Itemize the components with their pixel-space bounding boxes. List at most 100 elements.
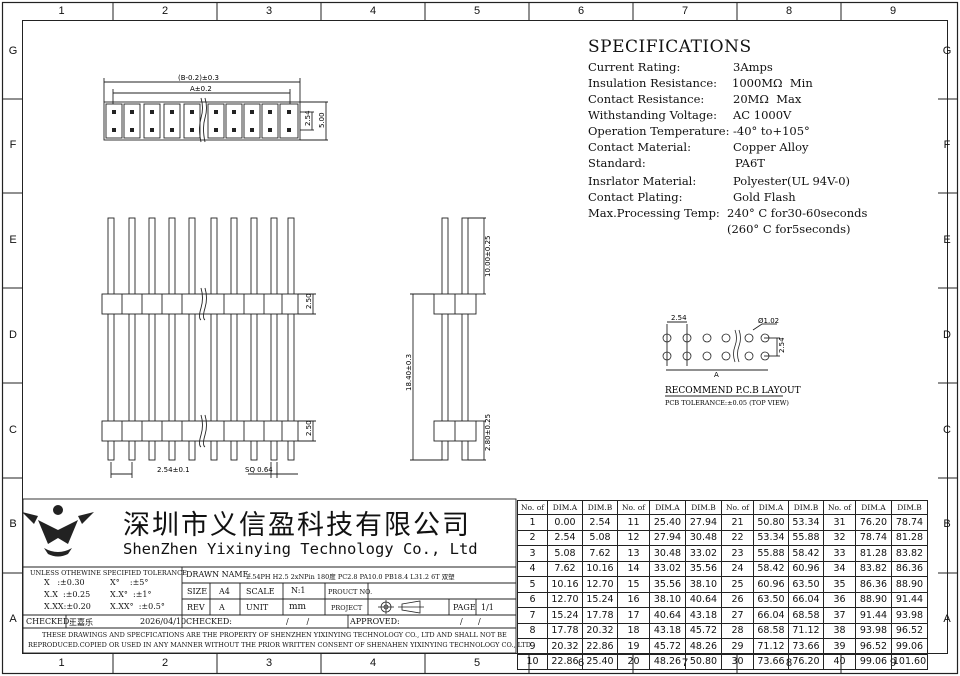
pin-count-cell: 38: [823, 622, 856, 639]
dim-lower-length: 2.80±0.25: [484, 414, 492, 451]
pcb-layout-title: RECOMMEND P.C.B LAYOUT: [665, 386, 801, 396]
dim-b-cell: 53.34: [788, 514, 824, 531]
zone-row-b: B: [9, 518, 17, 530]
dim-b-cell: 40.64: [685, 591, 722, 608]
dim-a-cell: 60.96: [753, 576, 789, 593]
checked-label-2: CHECKED:: [186, 617, 232, 626]
zone-col-4-bottom: 4: [369, 657, 377, 669]
header-no-2: No. of: [617, 500, 650, 515]
dim-b-cell: 35.56: [685, 560, 722, 577]
dim-a-cell: 12.70: [547, 591, 583, 608]
pin-count-cell: 21: [721, 514, 754, 531]
dim-a-cell: 93.98: [855, 622, 892, 639]
dim-a-cell: 20.32: [547, 638, 583, 655]
zone-row-b-right: B: [943, 518, 951, 530]
dim-b-cell: 48.26: [685, 638, 722, 655]
dim-a-cell: 81.28: [855, 545, 892, 562]
zone-col-6: 6: [577, 5, 585, 17]
dim-b-cell: 10.16: [582, 560, 618, 577]
dim-b-cell: 73.66: [788, 638, 824, 655]
dim-b-cell: 86.36: [891, 560, 928, 577]
spec-value-processing-temp: 240° C for30-60seconds: [727, 206, 868, 220]
unit-value: mm: [289, 602, 307, 612]
pin-count-cell: 12: [617, 529, 650, 546]
zone-col-8: 8: [785, 5, 793, 17]
pin-count-cell: 22: [721, 529, 754, 546]
dim-a-cell: 50.80: [753, 514, 789, 531]
dim-b-cell: 17.78: [582, 607, 618, 624]
dim-b-cell: 66.04: [788, 591, 824, 608]
pcb-tolerance: PCB TOLERANCE:±0.05 (TOP VIEW): [665, 399, 789, 407]
dim-pin-pitch: 2.54±0.1: [157, 466, 190, 474]
spec-label-contact-resistance: Contact Resistance:: [588, 92, 705, 106]
front-view-pins: [107, 217, 295, 461]
dim-a-cell: 38.10: [649, 591, 686, 608]
pin-count-cell: 15: [617, 576, 650, 593]
pin-count-cell: 28: [721, 622, 754, 639]
zone-row-f: F: [9, 139, 17, 151]
pin-count-cell: 8: [517, 622, 548, 639]
pin-count-cell: 35: [823, 576, 856, 593]
drawn-name-label: DRAWN NAME:: [186, 570, 252, 579]
zone-col-4: 4: [369, 5, 377, 17]
side-view: [433, 217, 477, 461]
connector-drawing: (B-0.2)±0.3 A±0.2 2.54 5.00 2.50 2.50 2.…: [101, 74, 801, 478]
pcb-layout: [665, 321, 783, 397]
dim-a-cell: 58.42: [753, 560, 789, 577]
tolerance-row-1-a: X :±0.30: [44, 578, 85, 587]
dim-b-cell: 71.12: [788, 622, 824, 639]
tolerance-row-3-b: X.XX° :±0.5°: [110, 602, 165, 611]
rev-value: A: [219, 603, 225, 612]
dim-b-cell: 27.94: [685, 514, 722, 531]
dim-a-cell: 0.00: [547, 514, 583, 531]
top-view-break-line: [199, 97, 203, 143]
pin-count-cell: 17: [617, 607, 650, 624]
dim-a-cell: 17.78: [547, 622, 583, 639]
spec-label-temperature: Operation Temperature:: [588, 124, 730, 138]
dim-a-cell: 73.66: [753, 653, 789, 670]
pin-count-cell: 24: [721, 560, 754, 577]
dim-square: SQ 0.64: [245, 466, 273, 474]
dim-b-cell: 91.44: [891, 591, 928, 608]
pin-count-cell: 6: [517, 591, 548, 608]
approved-label: APPROVED:: [350, 617, 400, 626]
dim-a-cell: 71.12: [753, 638, 789, 655]
dim-b-cell: 99.06: [891, 638, 928, 655]
spec-label-current-rating: Current Rating:: [588, 60, 681, 74]
dim-b-cell: 25.40: [582, 653, 618, 670]
header-no-3: No. of: [721, 500, 754, 515]
dim-b-cell: 93.98: [891, 607, 928, 624]
spec-label-plating: Contact Plating:: [588, 190, 683, 204]
zone-col-7: 7: [681, 5, 689, 17]
zone-row-e-right: E: [943, 234, 951, 246]
dim-b-cell: 55.88: [788, 529, 824, 546]
header-dim-b-4: DIM.B: [891, 500, 928, 515]
dim-b-label: (B-0.2)±0.3: [178, 74, 219, 82]
dim-height-label: 5.00: [318, 112, 326, 128]
dim-pitch-label: 2.54: [304, 110, 312, 126]
checked-label-1: CHECKED:: [26, 617, 72, 626]
dim-b-cell: 2.54: [582, 514, 618, 531]
spec-label-insulator: Insrlator Material:: [588, 174, 697, 188]
dim-b-cell: 22.86: [582, 638, 618, 655]
dim-b-cell: 58.42: [788, 545, 824, 562]
header-dim-b-3: DIM.B: [788, 500, 824, 515]
header-dim-a-4: DIM.A: [855, 500, 892, 515]
zone-row-g-right: G: [942, 45, 952, 57]
dim-a-cell: 96.52: [855, 638, 892, 655]
pcb-row-label: 2.54: [778, 337, 786, 353]
dim-a-cell: 53.34: [753, 529, 789, 546]
dim-b-cell: 33.02: [685, 545, 722, 562]
zone-row-g: G: [8, 45, 18, 57]
dim-a-label: A±0.2: [190, 85, 212, 93]
dim-b-cell: 50.80: [685, 653, 722, 670]
pin-count-cell: 9: [517, 638, 548, 655]
checked-by: 王嘉乐: [69, 618, 93, 627]
tolerance-row-2-b: X.X° :±1°: [110, 590, 152, 599]
specifications-title: SPECIFICATIONS: [588, 37, 752, 57]
